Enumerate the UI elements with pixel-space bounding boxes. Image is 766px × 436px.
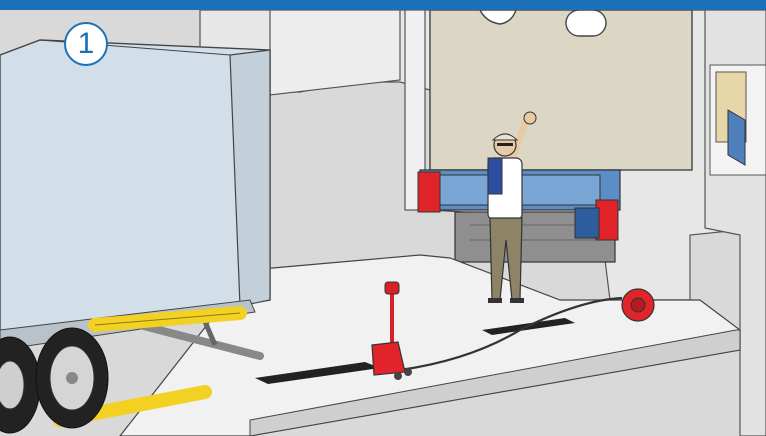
wall-panel-left (270, 10, 400, 95)
header-bar (0, 0, 766, 10)
trailer-wheels (0, 328, 108, 433)
step-number-badge: 1 (64, 22, 108, 66)
dock-bumper-left (418, 172, 440, 212)
chock-grip (385, 282, 399, 294)
trailer-body (0, 40, 270, 340)
dock-door (430, 10, 692, 170)
door-window-right (566, 10, 606, 36)
adjacent-leveler (728, 110, 745, 165)
